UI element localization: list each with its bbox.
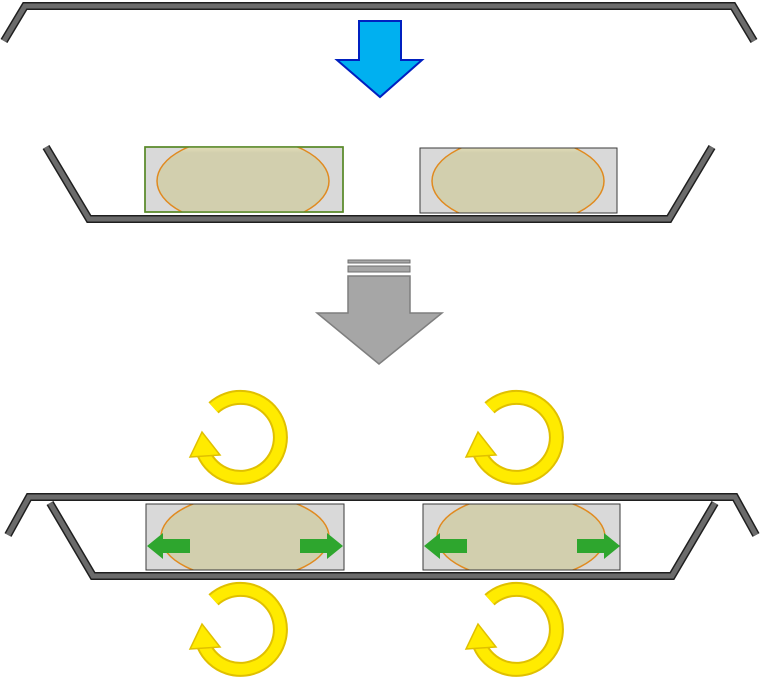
pressed-dough-left (160, 504, 330, 570)
rotation-arrow-icon-bottom-right (464, 581, 564, 677)
press-down-arrow-icon (314, 259, 445, 365)
spread-arrow-icon-right-in (577, 533, 620, 559)
closed-bottom-tray (46, 500, 719, 580)
pressed-dough-block-left (145, 503, 345, 571)
bottom-tray (42, 144, 716, 223)
pressed-dough-right (436, 504, 606, 570)
dough-right (431, 148, 605, 213)
lid-tray (0, 1, 758, 44)
dough-block-left (144, 146, 344, 213)
dough-block-right (419, 147, 618, 214)
spread-arrow-icon-left-out (147, 533, 190, 559)
down-arrow-icon (334, 20, 425, 99)
pressed-dough-block-right (422, 503, 621, 571)
rotation-arrow-icon-bottom-left (188, 581, 288, 677)
dough-left (156, 147, 330, 212)
rotation-arrow-icon-top-right (464, 389, 564, 485)
rotation-arrow-icon-top-left (188, 389, 288, 485)
closed-lid-tray (4, 493, 760, 537)
spread-arrow-icon-left-in (300, 533, 343, 559)
spread-arrow-icon-right-out (424, 533, 467, 559)
